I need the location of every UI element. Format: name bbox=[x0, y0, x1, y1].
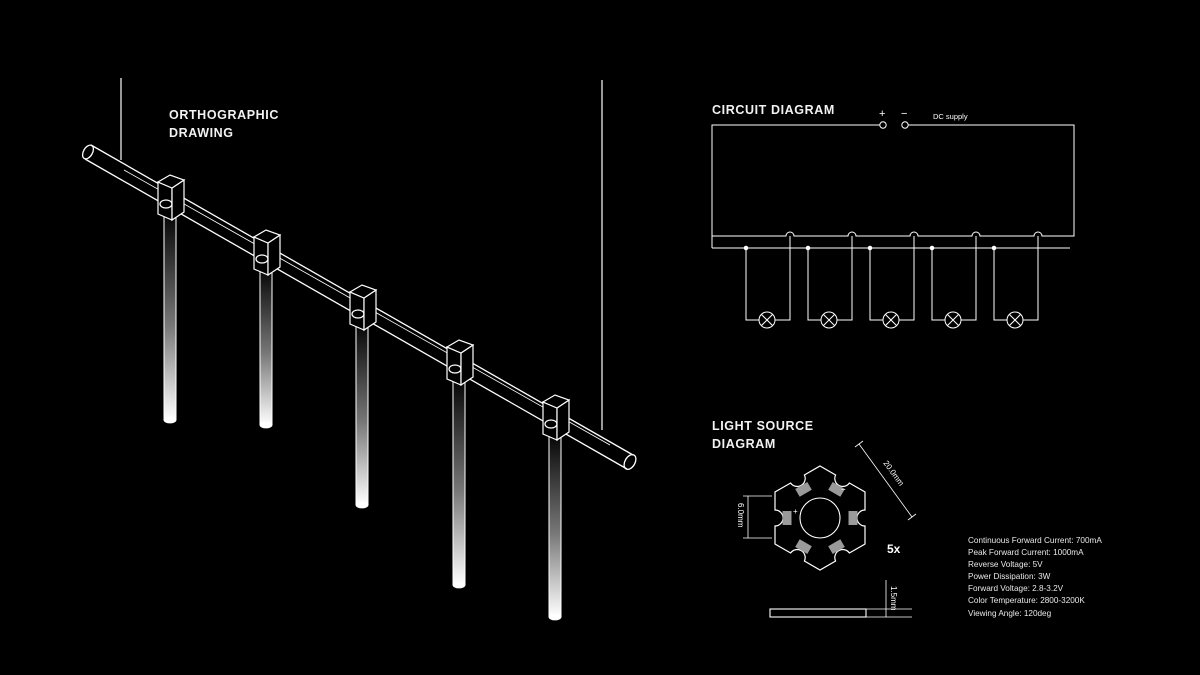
spec-item: Reverse Voltage: 5V bbox=[968, 560, 1043, 570]
spec-item: Continuous Forward Current: 700mA bbox=[968, 536, 1102, 545]
dimension-thickness-label: 1.5mm bbox=[889, 586, 898, 611]
orthographic-drawing-title: ORTHOGRAPHIC DRAWING bbox=[169, 106, 279, 142]
plus-sign: + bbox=[879, 108, 885, 120]
pendant-rod bbox=[259, 264, 273, 429]
spec-item: Forward Voltage: 2.8-3.2V bbox=[968, 584, 1064, 594]
lamp-branch bbox=[929, 236, 977, 329]
rod-clamp bbox=[348, 284, 378, 332]
quantity-label: 5x bbox=[887, 542, 901, 556]
light-source-title-line1: LIGHT SOURCE bbox=[712, 419, 814, 433]
dc-supply-label: DC supply bbox=[933, 112, 968, 121]
dimension-thickness bbox=[866, 580, 912, 618]
supply-wire bbox=[711, 124, 880, 248]
lamp-symbol bbox=[758, 311, 776, 329]
led-pad bbox=[828, 482, 845, 497]
led-plus-sign: + bbox=[793, 507, 798, 516]
spec-item: Power Dissipation: 3W bbox=[968, 572, 1051, 582]
lamp-symbol bbox=[820, 311, 838, 329]
dimension-diagonal-label: 20.0mm bbox=[881, 459, 905, 488]
dimension-diagonal bbox=[854, 440, 917, 521]
led-pad bbox=[848, 511, 858, 525]
pendant-rod bbox=[163, 209, 177, 424]
orthographic-title-line1: ORTHOGRAPHIC bbox=[169, 108, 279, 122]
lamp-branch bbox=[991, 236, 1039, 329]
rod-clamp bbox=[156, 174, 186, 222]
light-source-diagram: + − 20.0mm 6.0mm 1.5mm 5x bbox=[736, 440, 917, 618]
lamp-symbol bbox=[1006, 311, 1024, 329]
lamp-branch bbox=[805, 236, 853, 329]
star-led-board bbox=[774, 465, 866, 571]
positive-terminal bbox=[879, 121, 887, 129]
rod-clamp bbox=[252, 229, 282, 277]
orthographic-drawing bbox=[81, 78, 637, 621]
led-pad bbox=[795, 482, 812, 497]
dimension-side-label: 6.0mm bbox=[736, 503, 745, 528]
light-source-title-line2: DIAGRAM bbox=[712, 437, 776, 451]
negative-terminal bbox=[901, 121, 909, 129]
common-bus bbox=[712, 231, 1044, 237]
light-source-diagram-title: LIGHT SOURCE DIAGRAM bbox=[712, 417, 814, 453]
lamp-symbol bbox=[944, 311, 962, 329]
lamp-branch bbox=[743, 236, 791, 329]
lamp-symbol bbox=[882, 311, 900, 329]
spec-item: Color Temperature: 2800-3200K bbox=[968, 596, 1085, 606]
led-pad bbox=[828, 539, 845, 554]
pendant-rod bbox=[355, 319, 369, 509]
circuit-diagram bbox=[711, 121, 1075, 329]
orthographic-title-line2: DRAWING bbox=[169, 126, 234, 140]
led-lens bbox=[799, 497, 841, 539]
pendant-rod bbox=[548, 429, 562, 621]
led-pad bbox=[782, 511, 792, 525]
spec-item: Peak Forward Current: 1000mA bbox=[968, 548, 1084, 558]
led-minus-sign: − bbox=[841, 485, 846, 494]
rod-clamp bbox=[541, 394, 571, 442]
lamp-branch bbox=[867, 236, 915, 329]
minus-sign: − bbox=[901, 108, 907, 120]
spec-item: Viewing Angle: 120deg bbox=[968, 608, 1052, 618]
return-wire bbox=[908, 124, 1075, 237]
rod-clamp bbox=[445, 339, 475, 387]
circuit-diagram-title: CIRCUIT DIAGRAM bbox=[712, 103, 835, 117]
led-board-side-view bbox=[769, 608, 867, 618]
led-pad bbox=[795, 539, 812, 554]
pendant-rod bbox=[452, 374, 466, 589]
led-specifications: Continuous Forward Current: 700mA Peak F… bbox=[968, 535, 1102, 620]
dimension-side bbox=[743, 495, 772, 539]
